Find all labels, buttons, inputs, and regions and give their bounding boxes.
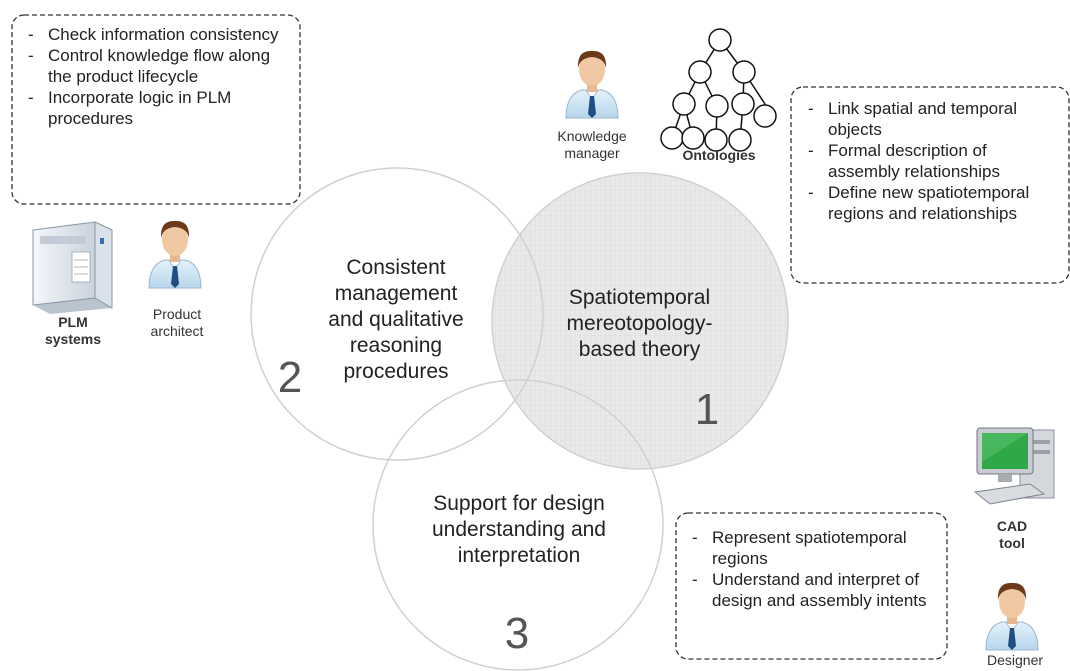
circle-reasoning-title: Consistent management and qualitative re… xyxy=(328,256,464,383)
computer-icon xyxy=(973,427,1055,505)
circle-theory-title: Spatiotemporal mereotopology-based theor… xyxy=(566,286,713,361)
circle-theory-grid xyxy=(492,173,788,469)
circle-reasoning-number: 2 xyxy=(277,353,303,402)
list-item: Incorporate logic in PLM procedures xyxy=(26,87,288,129)
list-item: Control knowledge flow along the product… xyxy=(26,45,288,87)
circle-theory-number: 1 xyxy=(694,385,720,434)
cad-tool-label: CAD tool xyxy=(996,518,1028,551)
note-box-bottom xyxy=(675,512,948,660)
note-top-right: Link spatial and temporal objects Formal… xyxy=(806,98,1060,224)
circle-reasoning xyxy=(250,167,544,461)
list-item: Define new spatiotemporal regions and re… xyxy=(806,182,1060,224)
designer-label: Designer xyxy=(986,652,1044,668)
product-architect-person-icon xyxy=(148,220,202,289)
list-item: Represent spatiotemporal regions xyxy=(690,527,940,569)
product-architect-label: Product architect xyxy=(150,306,204,339)
circle-design-title: Support for design understanding and int… xyxy=(432,492,606,567)
server-icon xyxy=(32,221,113,314)
list-item: Formal description of assembly relations… xyxy=(806,140,1060,182)
note-top-left: Check information consistency Control kn… xyxy=(26,24,288,129)
ontology-tree-icon xyxy=(660,28,777,152)
list-item: Understand and interpret of design and a… xyxy=(690,569,940,611)
knowledge-manager-label: Knowledge manager xyxy=(557,128,627,161)
plm-systems-label: PLM systems xyxy=(44,314,102,347)
note-bottom: Represent spatiotemporal regions Underst… xyxy=(690,527,940,611)
note-box-top-left xyxy=(11,14,301,205)
list-item: Link spatial and temporal objects xyxy=(806,98,1060,140)
circle-design xyxy=(372,379,664,671)
list-item: Check information consistency xyxy=(26,24,288,45)
ontologies-label: Ontologies xyxy=(682,147,756,163)
knowledge-manager-person-icon xyxy=(565,50,619,119)
designer-person-icon xyxy=(985,582,1039,651)
circle-design-number: 3 xyxy=(504,609,530,658)
